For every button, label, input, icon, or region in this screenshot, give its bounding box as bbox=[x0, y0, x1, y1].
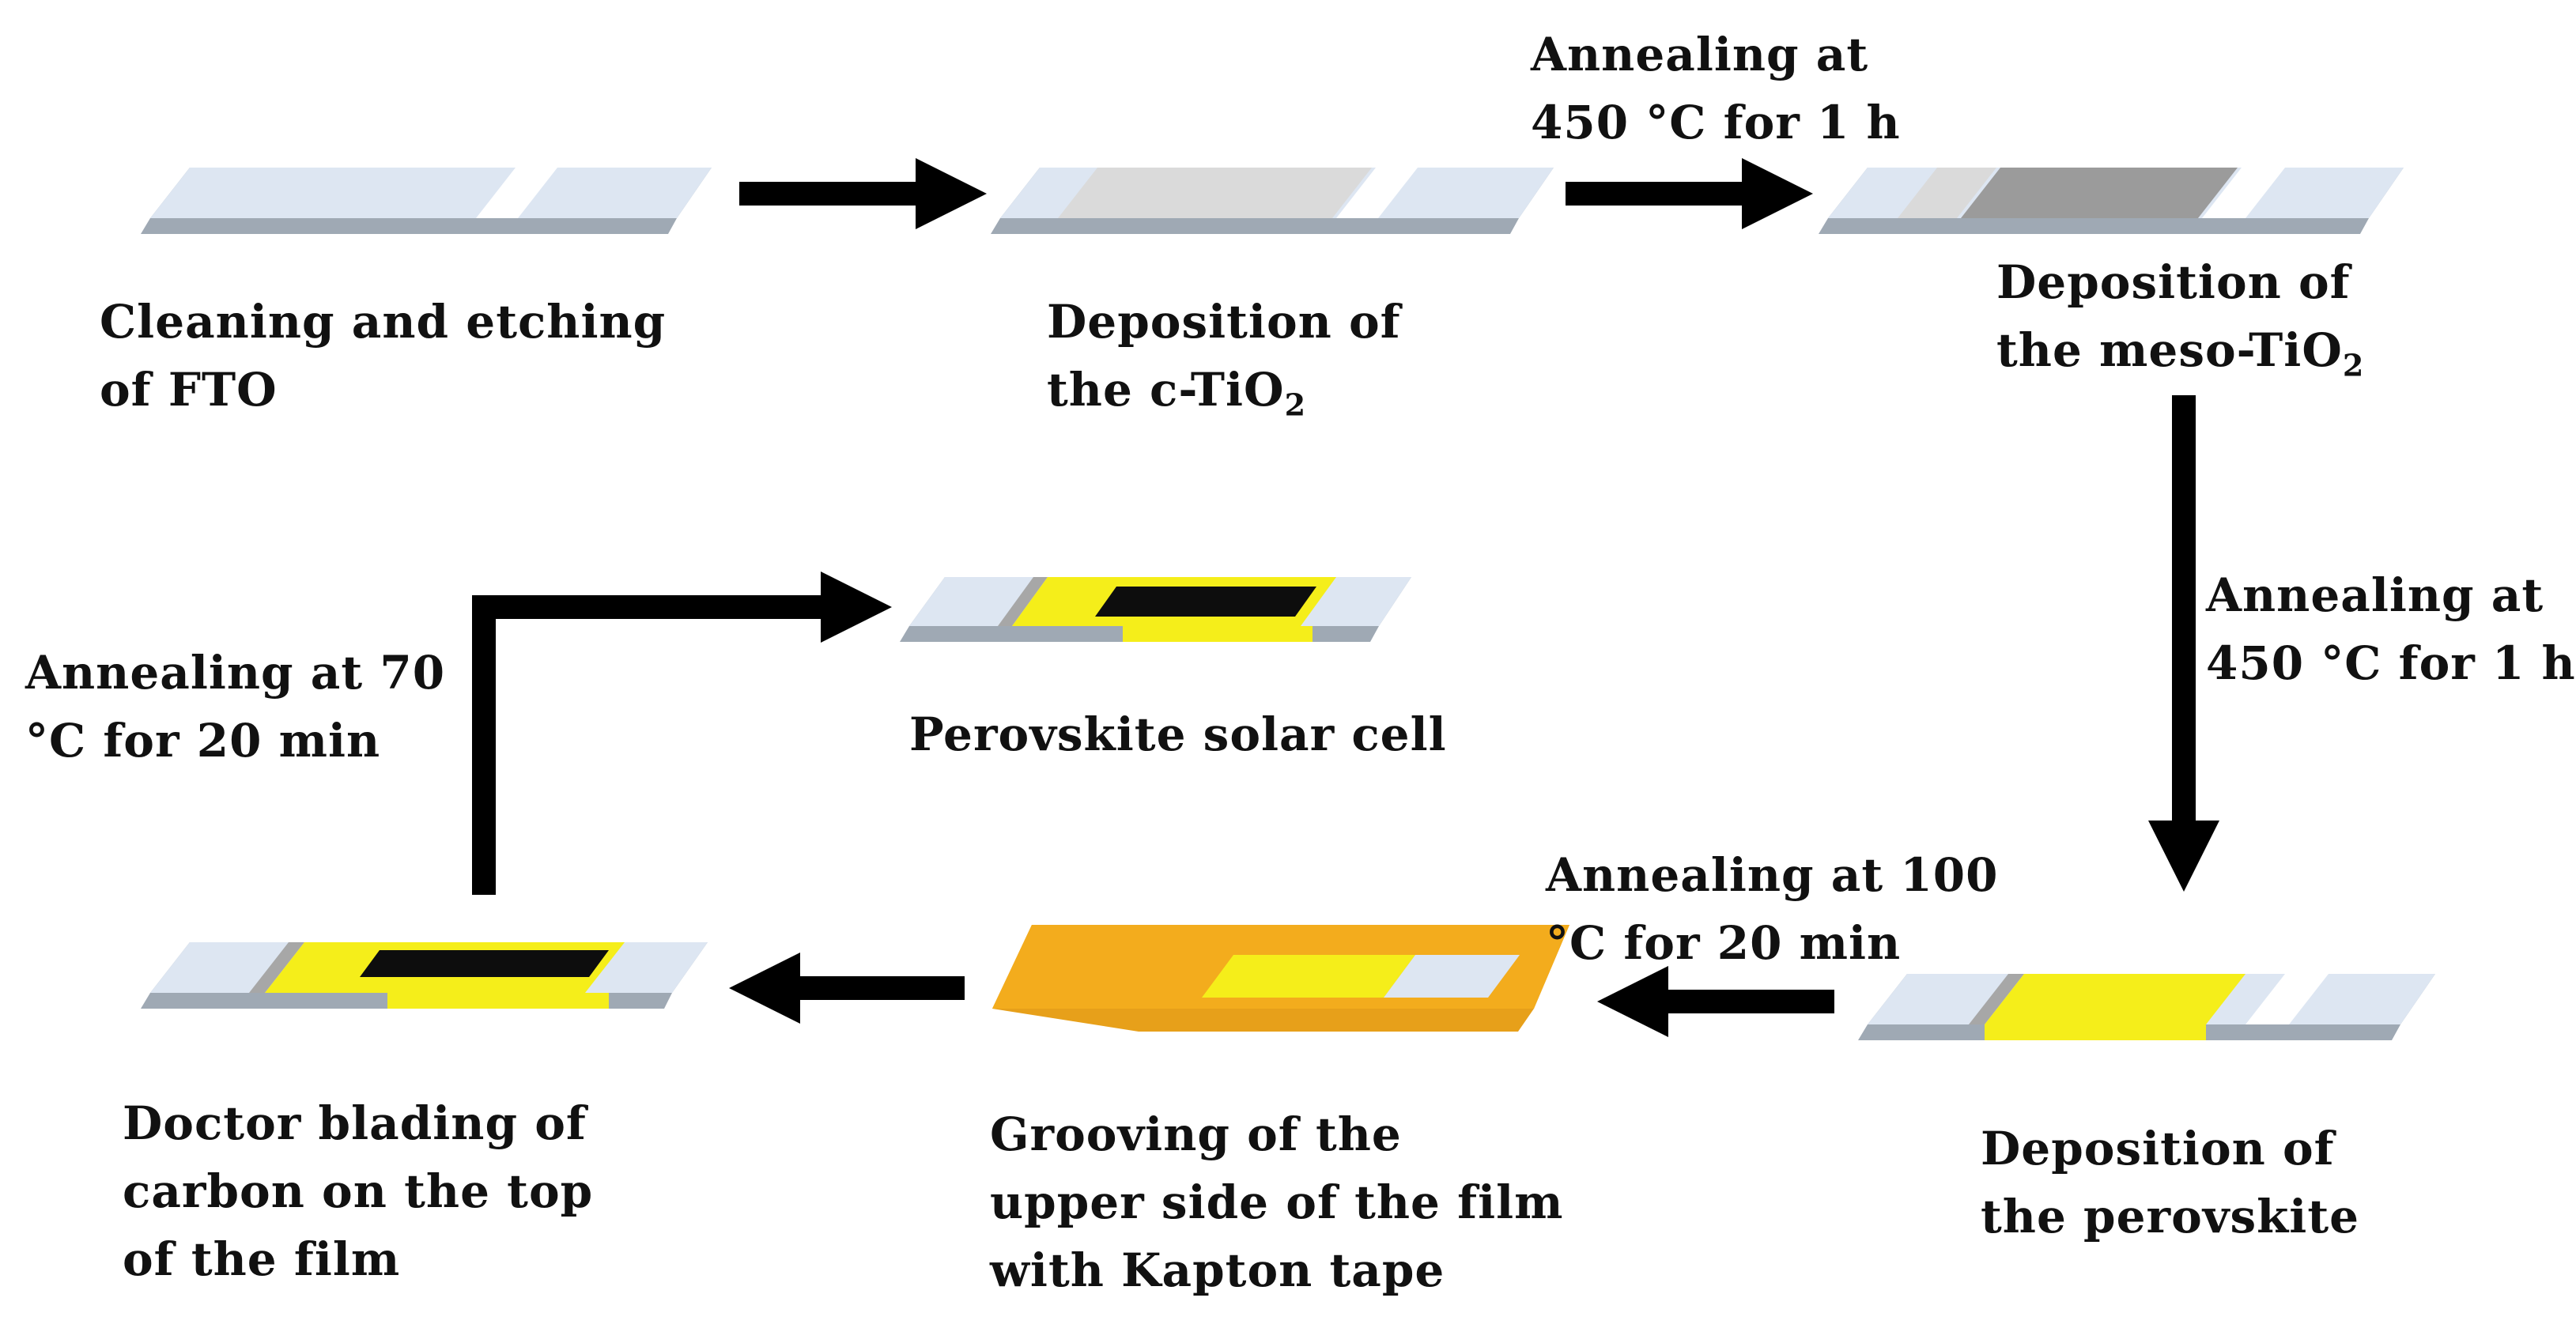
step-label-text: the c-TiO bbox=[1047, 363, 1285, 417]
step-label-line: Grooving of the bbox=[990, 1107, 1402, 1161]
meso-tio2-layer bbox=[1961, 168, 2238, 218]
etched-stripe bbox=[476, 168, 557, 218]
substrate-top bbox=[150, 168, 712, 218]
groove-window-end bbox=[1384, 955, 1520, 998]
etched-stripe bbox=[2246, 974, 2329, 1024]
step-label-line: with Kapton tape bbox=[990, 1243, 1445, 1297]
step-label-line: of the film bbox=[123, 1232, 401, 1286]
etched-stripe bbox=[2202, 168, 2285, 218]
substrate-perovskite bbox=[1858, 974, 2435, 1040]
carbon-layer bbox=[1095, 587, 1316, 617]
etched-stripe bbox=[1336, 168, 1418, 218]
perovskite-layer-edge bbox=[1123, 626, 1313, 642]
annealing-label-line: 450 °C for 1 h bbox=[1531, 96, 1901, 149]
c-tio2-layer bbox=[1058, 168, 1372, 218]
step-label-line: Deposition of bbox=[1996, 255, 2351, 309]
step-label-line: carbon on the top bbox=[123, 1164, 594, 1218]
annealing-label-line: 450 °C for 1 h bbox=[2206, 636, 2576, 690]
tio2-strip bbox=[1969, 974, 2024, 1024]
tio2-strip bbox=[998, 577, 1048, 626]
step-label-line: Deposition of bbox=[1981, 1122, 2335, 1175]
annealing-label-line: °C for 20 min bbox=[25, 714, 381, 768]
annealing-label-line: Annealing at 70 bbox=[25, 646, 446, 700]
perovskite-layer-edge bbox=[387, 993, 609, 1009]
substrate-solar-cell bbox=[900, 577, 1411, 642]
substrate-c-tio2 bbox=[991, 168, 1554, 234]
step-label-line: upper side of the film bbox=[990, 1175, 1564, 1229]
annealing-label-line: Annealing at bbox=[1531, 28, 1869, 81]
tio2-strip bbox=[249, 942, 304, 993]
annealing-label-3: Annealing at 100 °C for 20 min bbox=[1546, 841, 1998, 977]
step-label-solar-cell: Perovskite solar cell bbox=[909, 700, 1447, 768]
step-label-line: the c-TiO2 bbox=[1047, 356, 1401, 440]
step-label-meso-tio2: Deposition of the meso-TiO2 bbox=[1996, 248, 2364, 400]
subscript: 2 bbox=[1284, 387, 1307, 423]
step-label-text: the meso-TiO bbox=[1996, 323, 2343, 377]
step-label-line: Deposition of bbox=[1047, 295, 1401, 349]
substrate-meso-tio2 bbox=[1819, 168, 2404, 234]
perovskite-layer-edge bbox=[1985, 1024, 2206, 1040]
subscript: 2 bbox=[2342, 347, 2365, 383]
groove-window bbox=[1202, 955, 1415, 998]
step-label-line: Doctor blading of bbox=[123, 1096, 587, 1150]
step-label-line: Perovskite solar cell bbox=[909, 707, 1447, 761]
annealing-label-2: Annealing at 450 °C for 1 h bbox=[2206, 561, 2576, 697]
step-label-line: the perovskite bbox=[1981, 1190, 2360, 1243]
substrate-carbon bbox=[141, 942, 708, 1009]
annealing-label-line: Annealing at 100 bbox=[1546, 848, 1999, 902]
step-label-line: the meso-TiO2 bbox=[1996, 316, 2364, 400]
c-tio2-layer bbox=[1898, 168, 1996, 218]
annealing-label-4: Annealing at 70 °C for 20 min bbox=[25, 639, 445, 775]
substrate-fto bbox=[141, 168, 712, 234]
step-label-grooving: Grooving of the upper side of the film w… bbox=[990, 1100, 1564, 1304]
arrow-carbon-to-cell bbox=[472, 572, 893, 895]
annealing-label-line: °C for 20 min bbox=[1546, 916, 1902, 970]
step-label-line: of FTO bbox=[100, 363, 278, 417]
annealing-label-line: Annealing at bbox=[2206, 568, 2544, 622]
step-label-line: Cleaning and etching bbox=[100, 295, 667, 349]
step-label-fto: Cleaning and etching of FTO bbox=[100, 288, 666, 424]
substrate-kapton bbox=[992, 925, 1569, 1032]
perovskite-layer bbox=[1985, 974, 2246, 1024]
step-label-c-tio2: Deposition of the c-TiO2 bbox=[1047, 288, 1401, 440]
annealing-label-1: Annealing at 450 °C for 1 h bbox=[1531, 21, 1901, 157]
step-label-perovskite: Deposition of the perovskite bbox=[1981, 1115, 2359, 1251]
carbon-layer bbox=[360, 950, 609, 977]
step-label-carbon: Doctor blading of carbon on the top of t… bbox=[123, 1089, 593, 1293]
